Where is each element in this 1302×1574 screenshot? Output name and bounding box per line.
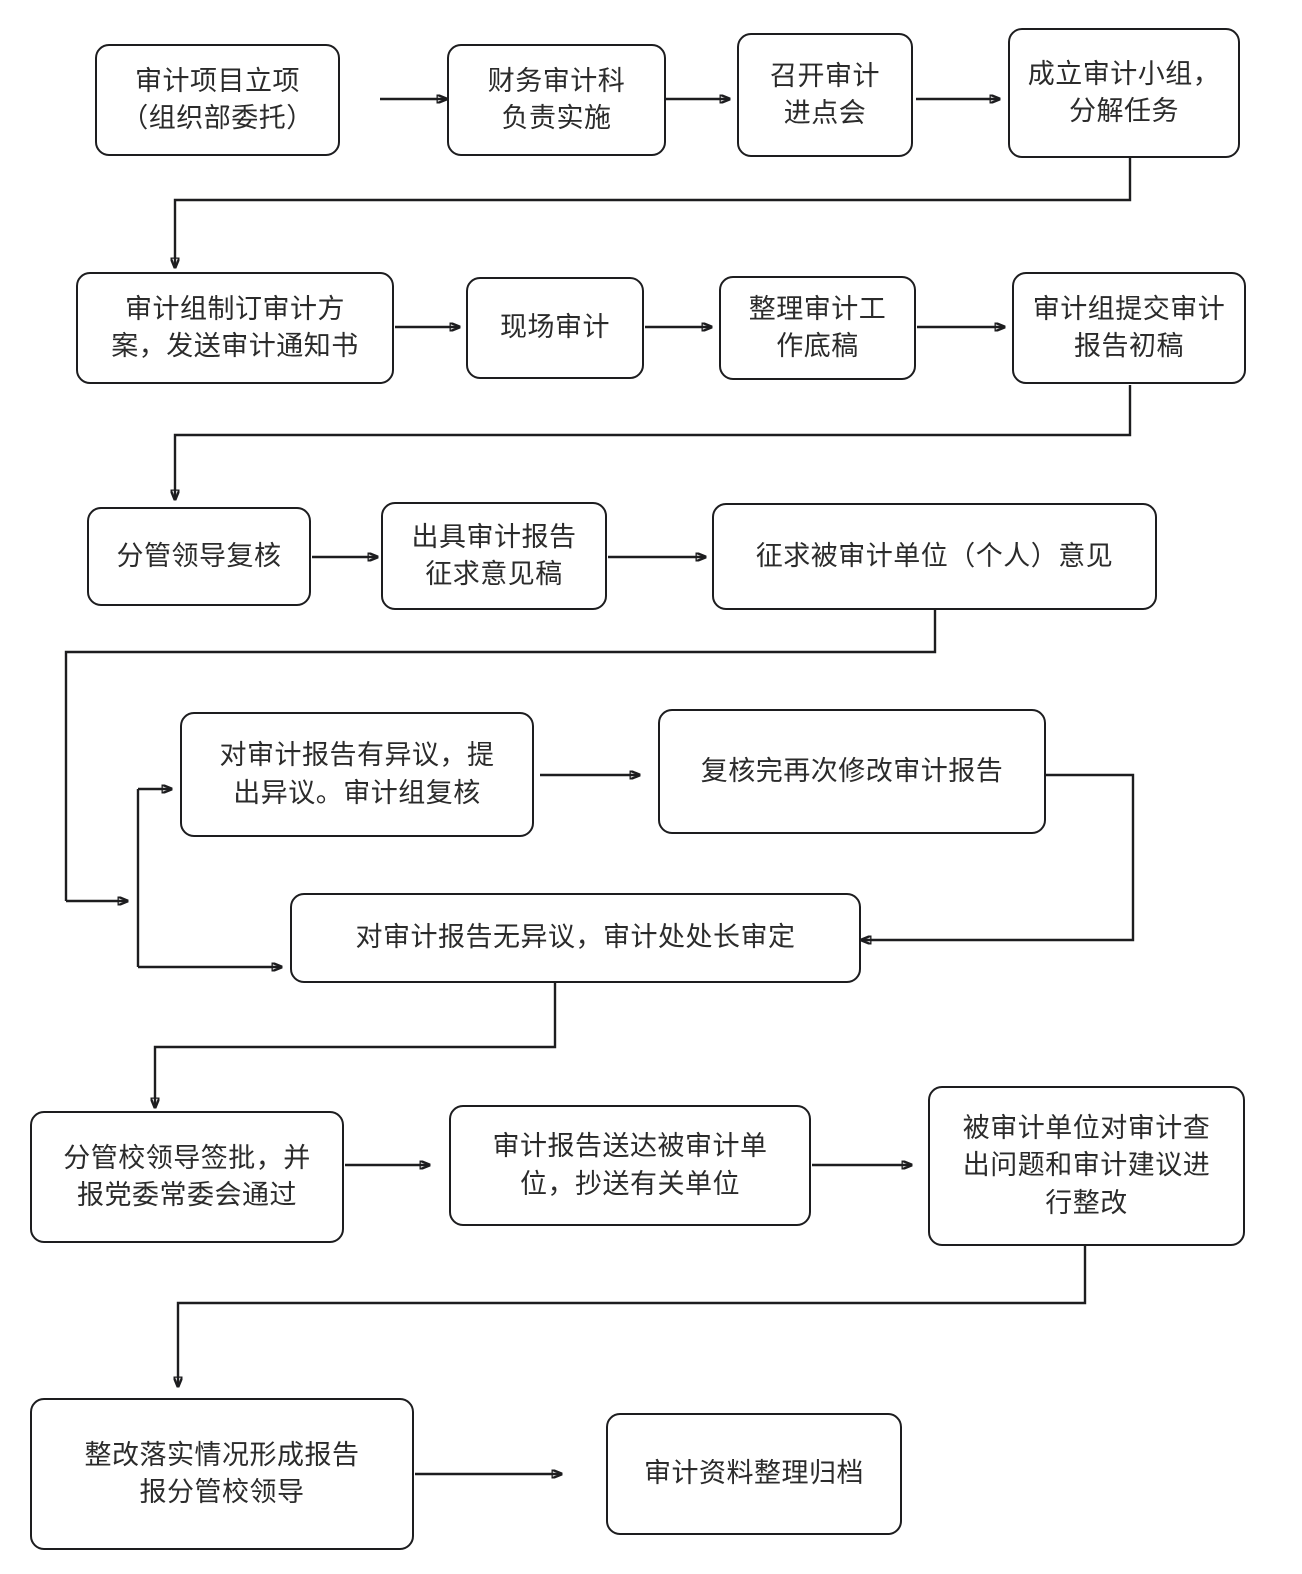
node-label: 审计组提交审计 报告初稿 <box>1032 293 1226 362</box>
node-organize-working-papers[interactable]: 整理审计工 作底稿 <box>719 276 916 380</box>
node-label: 对审计报告有异议，提 出异议。审计组复核 <box>219 740 495 809</box>
node-label: 审计组制订审计方 案，发送审计通知书 <box>111 293 359 362</box>
node-label: 财务审计科 负责实施 <box>487 65 626 134</box>
node-hold-audit-entry-meeting[interactable]: 召开审计 进点会 <box>737 33 913 157</box>
node-archive-audit-materials[interactable]: 审计资料整理归档 <box>606 1413 902 1535</box>
node-issue-report-for-comment[interactable]: 出具审计报告 征求意见稿 <box>381 502 607 610</box>
node-label: 整理审计工 作底稿 <box>748 293 887 362</box>
node-label: 现场审计 <box>500 312 610 344</box>
edge-n4-n5 <box>175 158 1132 268</box>
node-label: 成立审计小组， 分解任务 <box>1027 58 1221 127</box>
node-label: 征求被审计单位（个人）意见 <box>755 540 1114 572</box>
node-audit-plan-and-notice[interactable]: 审计组制订审计方 案，发送审计通知书 <box>76 272 394 384</box>
node-finance-audit-section-implements[interactable]: 财务审计科 负责实施 <box>447 44 666 156</box>
node-label: 召开审计 进点会 <box>770 60 880 129</box>
node-label: 对审计报告无异议，审计处处长审定 <box>355 922 796 954</box>
node-label: 审计报告送达被审计单 位，抄送有关单位 <box>492 1131 768 1200</box>
node-rectification-report-to-leader[interactable]: 整改落实情况形成报告 报分管校领导 <box>30 1398 414 1550</box>
node-label: 分管校领导签批，并 报党委常委会通过 <box>63 1142 311 1211</box>
edge-n8-n9 <box>175 385 1132 500</box>
node-leader-in-charge-review[interactable]: 分管领导复核 <box>87 507 311 606</box>
node-vice-president-signoff-party-committee[interactable]: 分管校领导签批，并 报党委常委会通过 <box>30 1111 344 1243</box>
node-no-objection-director-approves[interactable]: 对审计报告无异议，审计处处长审定 <box>290 893 861 983</box>
edge-n14-n15 <box>155 983 557 1108</box>
node-on-site-audit[interactable]: 现场审计 <box>466 277 644 379</box>
node-audit-project-initiation[interactable]: 审计项目立项 （组织部委托） <box>95 44 340 156</box>
node-solicit-auditee-opinions[interactable]: 征求被审计单位（个人）意见 <box>712 503 1157 610</box>
node-label: 审计项目立项 （组织部委托） <box>121 65 314 134</box>
edge-n17-n18 <box>178 1246 1087 1387</box>
node-label: 整改落实情况形成报告 报分管校领导 <box>84 1439 360 1508</box>
node-auditee-rectification[interactable]: 被审计单位对审计查 出问题和审计建议进 行整改 <box>928 1086 1245 1246</box>
node-deliver-report-to-auditee[interactable]: 审计报告送达被审计单 位，抄送有关单位 <box>449 1105 811 1226</box>
node-label: 出具审计报告 征求意见稿 <box>411 521 577 590</box>
node-label: 分管领导复核 <box>116 540 282 572</box>
node-submit-draft-audit-report[interactable]: 审计组提交审计 报告初稿 <box>1012 272 1246 384</box>
node-label: 复核完再次修改审计报告 <box>700 755 1004 787</box>
node-form-audit-team-split-tasks[interactable]: 成立审计小组， 分解任务 <box>1008 28 1240 158</box>
node-label: 被审计单位对审计查 出问题和审计建议进 行整改 <box>962 1113 1211 1219</box>
node-objection-raised-team-reviews[interactable]: 对审计报告有异议，提 出异议。审计组复核 <box>180 712 534 837</box>
node-label: 审计资料整理归档 <box>644 1458 864 1490</box>
node-revise-report-after-review[interactable]: 复核完再次修改审计报告 <box>658 709 1046 834</box>
